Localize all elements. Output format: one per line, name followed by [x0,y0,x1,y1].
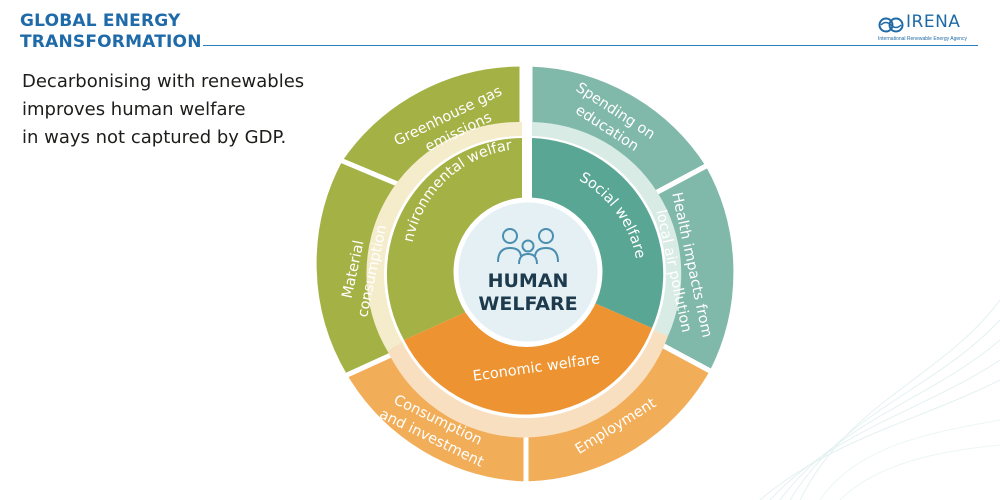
subtitle-line-2: improves human welfare [22,99,246,120]
subtitle: Decarbonising with renewables improves h… [22,68,304,152]
center-label-line2: WELFARE [478,293,577,315]
irena-logo: IRENA International Renewable Energy Age… [878,12,980,46]
subtitle-line-3: in ways not captured by GDP. [22,127,287,148]
economic-light-band [388,330,668,438]
social-welfare-segment [532,138,664,328]
subtitle-line-1: Decarbonising with renewables [22,71,305,92]
header-title: GLOBAL ENERGY TRANSFORMATION [20,11,202,53]
header-title-line1: GLOBAL ENERGY [20,11,181,31]
social-light-band [532,122,682,336]
environmental-light-band [366,121,522,352]
economic-welfare-segment [404,302,652,415]
logo-name: IRENA [906,12,961,32]
logo-tagline: International Renewable Energy Agency [878,36,967,42]
header-title-line2: TRANSFORMATION [20,32,202,52]
decorative-waves [759,299,1000,500]
center-label-line1: HUMAN [488,270,569,292]
center-circle [453,197,603,347]
environmental-welfare-segment [386,138,522,340]
people-group-icon [497,228,559,265]
header-divider [203,45,978,46]
irena-logo-icon [878,17,904,33]
